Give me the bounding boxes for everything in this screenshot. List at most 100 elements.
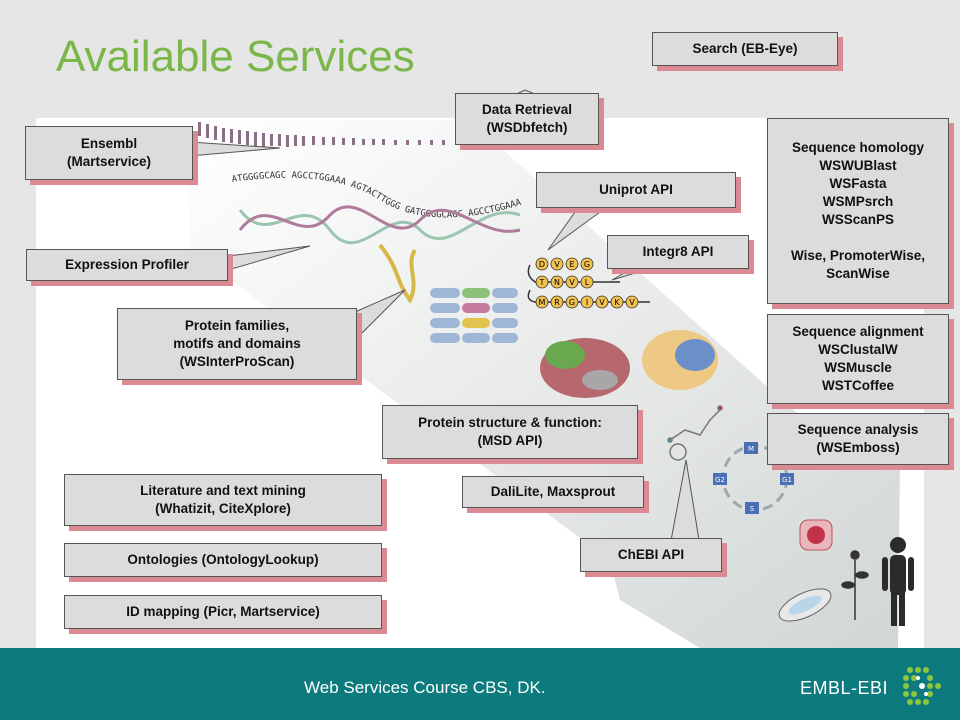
slide-title: Available Services bbox=[56, 32, 415, 81]
box-line: Sequence homology bbox=[791, 140, 925, 155]
peptide-letter: T bbox=[539, 278, 545, 287]
cell-cycle-m: M bbox=[748, 445, 754, 453]
box-line: ID mapping (Picr, Martservice) bbox=[126, 604, 320, 619]
box-line: Wise, PromoterWise, bbox=[790, 248, 926, 263]
peptide-letter: K bbox=[614, 298, 620, 307]
id-mapping-box[interactable]: ID mapping (Picr, Martservice) bbox=[64, 595, 382, 629]
peptide-bead bbox=[595, 295, 609, 309]
box-line: WSFasta bbox=[829, 176, 887, 191]
peptide-letter: L bbox=[585, 278, 590, 287]
sequence-analysis-box[interactable]: Sequence analysis (WSEmboss) bbox=[767, 413, 949, 465]
footer-text: Web Services Course CBS, DK. bbox=[304, 678, 546, 697]
box-line: Expression Profiler bbox=[65, 257, 189, 272]
peptide-bead bbox=[550, 275, 564, 289]
box-line: WSWUBlast bbox=[819, 158, 897, 173]
peptide-letter: N bbox=[554, 278, 560, 287]
box-line: Search (EB-Eye) bbox=[692, 41, 798, 56]
pipeline-arrow bbox=[190, 120, 900, 648]
peptide-bead bbox=[550, 295, 564, 309]
cell-cycle-g2: G2 bbox=[715, 476, 725, 484]
peptide-letter: V bbox=[629, 298, 635, 307]
box-line: (WSDbfetch) bbox=[486, 120, 568, 135]
box-line: ChEBI API bbox=[617, 547, 685, 562]
box-line: WSTCoffee bbox=[822, 378, 894, 393]
barcode-graphic bbox=[198, 122, 445, 147]
cell-cycle-graphic: M G1 S G2 bbox=[713, 442, 794, 514]
peptide-letter: V bbox=[554, 260, 560, 269]
box-line: (WSEmboss) bbox=[816, 440, 900, 455]
embl-ebi-logo-icon bbox=[903, 667, 941, 705]
footer-bar: Web Services Course CBS, DK. EMBL-EBI bbox=[0, 648, 960, 720]
box-line: WSMuscle bbox=[824, 360, 892, 375]
box-line: (MSD API) bbox=[477, 433, 543, 448]
dalilite-maxsprout-box[interactable]: DaliLite, Maxsprout bbox=[462, 476, 644, 508]
peptide-bead bbox=[565, 257, 579, 271]
peptide-bead bbox=[535, 257, 549, 271]
cell-cycle-s: S bbox=[750, 505, 755, 513]
peptide-letter: V bbox=[599, 298, 605, 307]
peptide-bead bbox=[580, 257, 594, 271]
protein-ribbon-graphic bbox=[378, 243, 417, 304]
box-line: ScanWise bbox=[826, 266, 890, 281]
protein-domains-graphic bbox=[430, 288, 518, 343]
bacterium-icon bbox=[778, 588, 832, 622]
peptide-bead bbox=[535, 275, 549, 289]
box-line: Uniprot API bbox=[599, 182, 673, 197]
peptide-bead bbox=[565, 295, 579, 309]
protein-structure-box[interactable]: Protein structure & function: (MSD API) bbox=[382, 405, 638, 459]
dna-helix-graphic bbox=[238, 205, 521, 245]
box-line: Sequence analysis bbox=[797, 422, 919, 437]
peptide-bead bbox=[565, 275, 579, 289]
peptide-letter: M bbox=[539, 298, 546, 307]
embl-ebi-logo: EMBL-EBI bbox=[800, 678, 889, 698]
box-line: Protein families, bbox=[184, 318, 290, 333]
box-line: (Martservice) bbox=[66, 154, 152, 169]
human-icon bbox=[882, 537, 914, 626]
box-line: WSMPsrch bbox=[822, 194, 894, 209]
box-line: Sequence alignment bbox=[792, 324, 924, 339]
box-line: Ensembl bbox=[80, 136, 138, 151]
peptide-letter: R bbox=[554, 298, 560, 307]
protein-families-box[interactable]: Protein families,motifs and domains(WSIn… bbox=[117, 308, 357, 380]
protein-ribbon-structure-graphic bbox=[642, 330, 718, 390]
box-line: DaliLite, Maxsprout bbox=[490, 484, 616, 499]
molecule-graphic bbox=[667, 405, 723, 461]
integr8-api-box[interactable]: Integr8 API bbox=[607, 235, 749, 269]
data-retrieval-box[interactable]: Data Retrieval (WSDbfetch) bbox=[455, 93, 599, 145]
peptide-letter: V bbox=[569, 278, 575, 287]
box-line: Ontologies (OntologyLookup) bbox=[127, 552, 319, 567]
peptide-bead bbox=[550, 257, 564, 271]
box-line: (Whatizit, CiteXplore) bbox=[155, 501, 291, 516]
cell-icon bbox=[799, 519, 833, 551]
peptide-letter: E bbox=[569, 260, 574, 269]
box-line: motifs and domains bbox=[173, 336, 301, 351]
ontologies-box[interactable]: Ontologies (OntologyLookup) bbox=[64, 543, 382, 577]
peptide-letter: G bbox=[569, 298, 575, 307]
box-line: WSClustalW bbox=[818, 342, 898, 357]
plant-icon bbox=[841, 550, 869, 620]
ensembl-box[interactable]: Ensembl (Martservice) bbox=[25, 126, 193, 180]
box-line: Data Retrieval bbox=[481, 102, 573, 117]
peptide-bead bbox=[625, 295, 639, 309]
cell-cycle-g1: G1 bbox=[782, 476, 792, 484]
peptide-letter: I bbox=[586, 298, 588, 307]
peptide-bead bbox=[610, 295, 624, 309]
literature-text-mining-box[interactable]: Literature and text mining (Whatizit, Cit… bbox=[64, 474, 382, 526]
box-line: WSScanPS bbox=[821, 212, 895, 227]
expression-profiler-box[interactable]: Expression Profiler bbox=[26, 249, 228, 281]
uniprot-api-box[interactable]: Uniprot API bbox=[536, 172, 736, 208]
peptide-bead bbox=[535, 295, 549, 309]
protein-structure-graphic bbox=[540, 338, 630, 398]
box-line bbox=[768, 229, 948, 247]
peptide-letter: G bbox=[584, 260, 590, 269]
box-line: Literature and text mining bbox=[140, 483, 306, 498]
peptide-bead bbox=[580, 275, 594, 289]
chebi-api-box[interactable]: ChEBI API bbox=[580, 538, 722, 572]
search-eb-eye-box[interactable]: Search (EB-Eye) bbox=[652, 32, 838, 66]
box-line: Integr8 API bbox=[642, 244, 714, 259]
box-line: Protein structure & function: bbox=[418, 415, 602, 430]
